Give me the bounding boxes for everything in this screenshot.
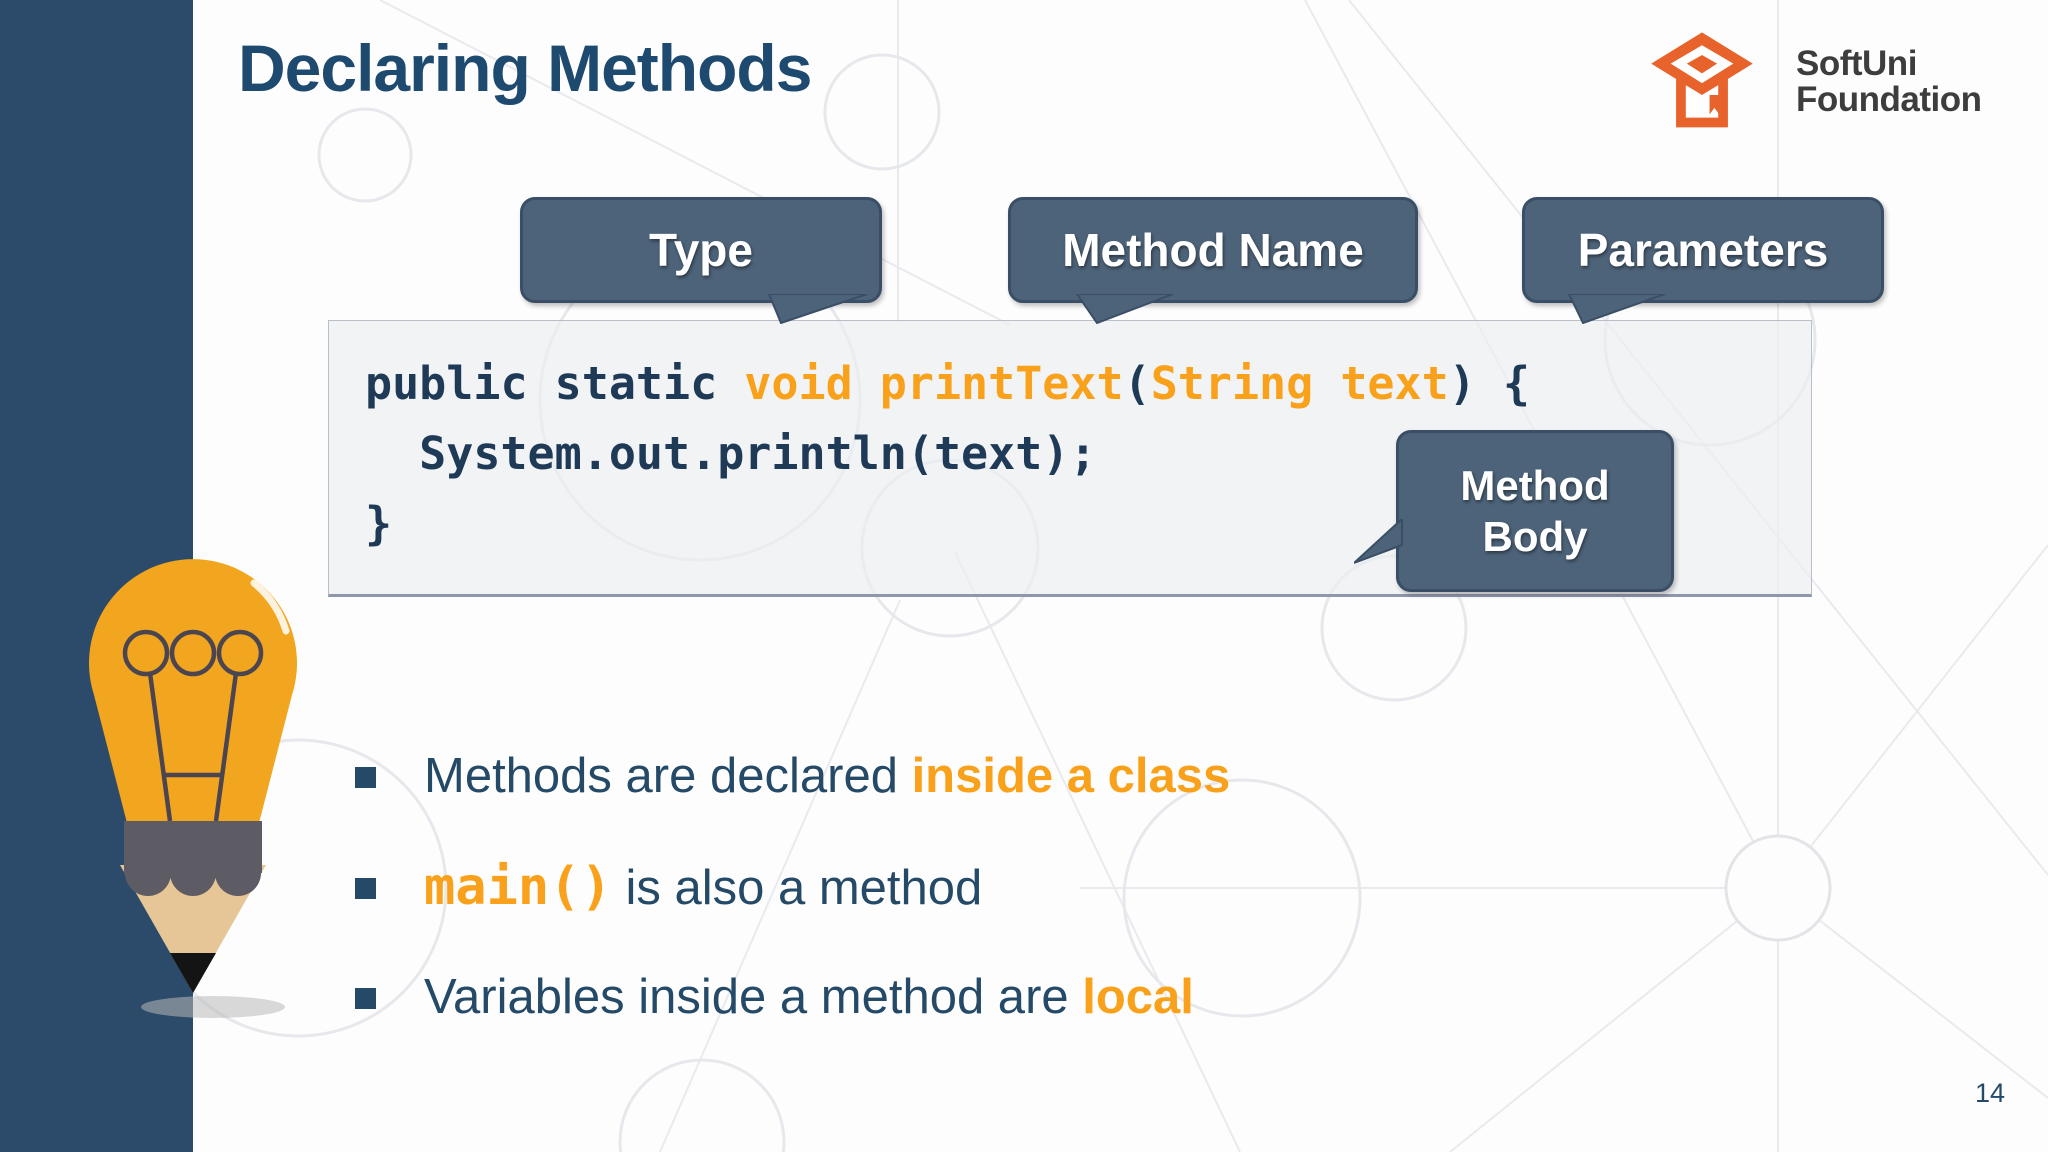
callout-method-body-line1: Method (1460, 461, 1610, 509)
callout-type-label: Type (649, 224, 753, 276)
callout-method-name: Method Name (1008, 197, 1418, 324)
logo-text-line1: SoftUni (1796, 43, 1917, 83)
graduation-cap-icon (1651, 32, 1753, 128)
callout-method-body-tail (1354, 519, 1403, 564)
callout-method-name-tail (1075, 294, 1174, 324)
bullet-item-1-text: Methods are declared inside a class (424, 749, 1231, 803)
callout-type-tail (767, 294, 868, 324)
callout-method-body: Method Body (1354, 430, 1674, 592)
slide-title: Declaring Methods (238, 31, 812, 105)
bullet-square-icon (355, 987, 376, 1009)
bullet-item-3: Variables inside a method are local (355, 966, 1194, 1028)
callout-parameters: Parameters (1522, 197, 1884, 324)
page-number: 14 (1975, 1078, 2006, 1108)
callout-method-body-line2: Body (1482, 513, 1588, 560)
callout-parameters-tail (1567, 294, 1666, 324)
callout-parameters-label: Parameters (1577, 224, 1829, 276)
softuni-foundation-logo: SoftUni Foundation (1648, 28, 1982, 136)
bullet-square-icon (355, 766, 376, 788)
logo-wordmark: SoftUni Foundation (1796, 43, 1982, 119)
logo-text-line2: Foundation (1796, 80, 1982, 119)
bullet-item-3-text: Variables inside a method are local (424, 970, 1194, 1024)
bullet-item-1: Methods are declared inside a class (355, 745, 1230, 807)
callout-type: Type (520, 197, 882, 324)
lightbulb-pencil-icon (89, 559, 297, 1018)
callout-method-name-label: Method Name (1062, 224, 1364, 276)
code-line-1: public static void printText(String text… (365, 357, 1530, 410)
code-line-2: System.out.println(text); (365, 427, 1097, 480)
bullet-square-icon (355, 877, 376, 899)
code-line-3: } (365, 497, 393, 550)
bullet-item-2: main() is also a method (355, 856, 982, 918)
bullet-item-2-text: main() is also a method (424, 857, 983, 917)
